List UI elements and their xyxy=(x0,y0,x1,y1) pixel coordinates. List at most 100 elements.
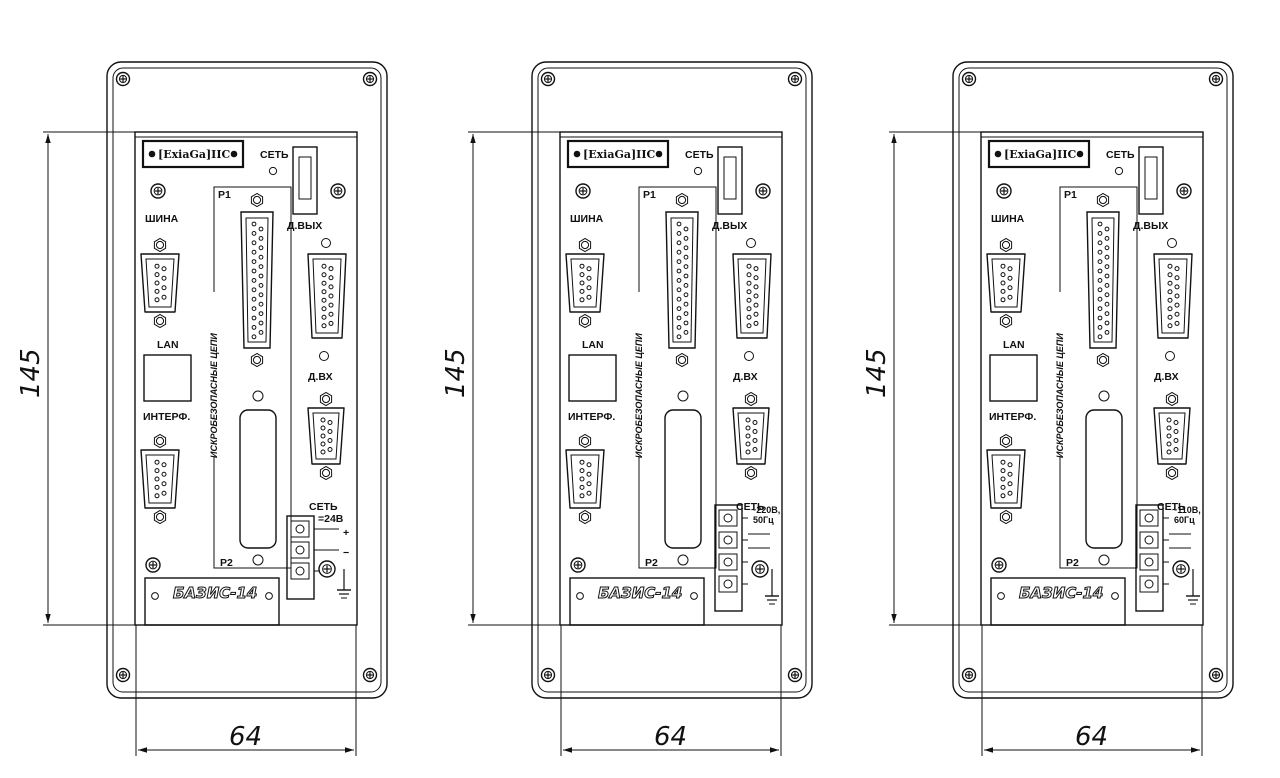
bus-connector-pin xyxy=(1000,263,1006,269)
bus-label: ШИНА xyxy=(570,213,604,225)
bus-connector-pin xyxy=(586,275,592,281)
din-connector-pin xyxy=(327,447,333,452)
dout-connector-pin xyxy=(746,323,752,329)
power-spec-freq: 60Гц xyxy=(1174,515,1195,525)
power-switch xyxy=(717,146,743,215)
net-led xyxy=(1114,166,1124,176)
p2-hole xyxy=(252,390,264,402)
ex-badge-text: [ExiaGa]IIC xyxy=(583,148,655,161)
interface-connector-pin xyxy=(1007,481,1013,487)
height-dimension: 145 xyxy=(862,348,892,398)
hex-standoff-hole xyxy=(580,436,590,446)
dout-connector-pin xyxy=(321,280,327,286)
bus-connector-pin xyxy=(154,288,160,294)
hex-standoff-hole xyxy=(155,240,165,250)
enclosure-inner xyxy=(112,67,382,693)
hex-standoff xyxy=(675,192,689,208)
p1-pin xyxy=(1104,264,1110,270)
interface-label: ИНТЕРФ. xyxy=(568,411,615,423)
lan-label: LAN xyxy=(1003,339,1025,351)
screw-inner xyxy=(322,564,332,574)
screw-head xyxy=(115,667,131,683)
dout-connector-pin xyxy=(1167,306,1173,312)
p1-pin xyxy=(683,292,689,298)
din-connector-pin xyxy=(1166,425,1172,431)
height-dimension: 145 xyxy=(441,348,471,398)
screw-inner xyxy=(964,74,974,84)
dout-label: Д.ВЫХ xyxy=(287,220,322,232)
p2-connector xyxy=(1085,409,1123,549)
p2-hole xyxy=(252,554,264,566)
dout-connector-pin xyxy=(746,314,752,320)
dout-connector-pin xyxy=(328,293,334,299)
p1-pin xyxy=(1104,273,1110,279)
interface-connector-insert xyxy=(570,454,600,504)
dout-connector-pin xyxy=(1167,323,1173,329)
p1-pin xyxy=(1104,226,1110,232)
screw-head xyxy=(570,557,586,573)
p1-pin xyxy=(1097,231,1103,236)
terminal-screw xyxy=(1144,513,1154,523)
p1-pin xyxy=(1097,278,1103,283)
name-plate xyxy=(990,577,1126,626)
screw-inner xyxy=(1176,564,1186,574)
dout-connector-pin xyxy=(1174,311,1180,317)
dout-connector-shell xyxy=(732,253,772,339)
width-dimension: 64 xyxy=(1075,722,1108,752)
dout-connector-pin xyxy=(328,320,334,326)
intrinsic-label: ИСКРОБЕЗОПАСНЫЕ ЦЕПИ xyxy=(1055,333,1065,458)
interface-connector-shell xyxy=(140,449,180,509)
din-label: Д.ВХ xyxy=(733,371,758,383)
dout-led xyxy=(744,351,754,361)
dout-connector-pin xyxy=(321,314,327,320)
din-connector-pin xyxy=(320,441,326,447)
lan-port xyxy=(568,354,617,402)
dout-connector-pin xyxy=(328,275,334,281)
din-connector-pin xyxy=(1166,441,1172,447)
din-connector-pin xyxy=(745,425,751,431)
din-connector-insert xyxy=(737,412,765,460)
din-connector-insert xyxy=(1158,412,1186,460)
interface-label: ИНТЕРФ. xyxy=(143,411,190,423)
screw-head xyxy=(787,71,803,87)
bus-label: ШИНА xyxy=(991,213,1025,225)
name-plate xyxy=(569,577,705,626)
din-connector-pin xyxy=(1173,429,1179,434)
dout-connector-pin xyxy=(753,284,759,290)
hex-standoff-hole xyxy=(252,355,262,365)
p1-pin xyxy=(251,240,257,246)
terminal-screw xyxy=(1144,557,1154,567)
screw-head xyxy=(150,183,166,199)
interface-connector-pin xyxy=(1000,484,1006,490)
p1-pin xyxy=(258,311,264,317)
dout-connector-pin xyxy=(1174,320,1180,326)
p1-pin xyxy=(676,334,682,340)
hex-standoff xyxy=(578,237,592,253)
bus-connector-insert xyxy=(145,258,175,308)
screw-inner xyxy=(790,74,800,84)
ex-badge-dot xyxy=(655,150,663,158)
screw-head xyxy=(1208,667,1224,683)
net-led-label: СЕТЬ xyxy=(260,149,289,161)
p1-pin xyxy=(676,268,682,274)
hex-standoff xyxy=(250,352,264,368)
p2-label: P2 xyxy=(220,557,233,569)
p1-pin xyxy=(251,259,257,265)
bus-connector-pin xyxy=(1000,272,1006,278)
p1-pin xyxy=(1097,249,1103,255)
dout-connector-pin xyxy=(753,320,759,326)
intrinsic-gap xyxy=(628,292,646,456)
lan-port xyxy=(989,354,1038,402)
power-switch-rocker xyxy=(298,156,312,200)
p1-pin xyxy=(258,245,264,251)
p1-pin xyxy=(258,254,264,260)
bus-connector-shell xyxy=(140,253,180,313)
din-connector-pin xyxy=(1173,438,1179,443)
din-connector-pin xyxy=(327,438,333,443)
hex-standoff-hole xyxy=(1167,468,1177,478)
din-connector-pin xyxy=(745,417,751,423)
height-dimension: 145 xyxy=(16,348,46,398)
interface-label: ИНТЕРФ. xyxy=(989,411,1036,423)
p2-connector xyxy=(664,409,702,549)
p1-pin xyxy=(1104,283,1110,288)
